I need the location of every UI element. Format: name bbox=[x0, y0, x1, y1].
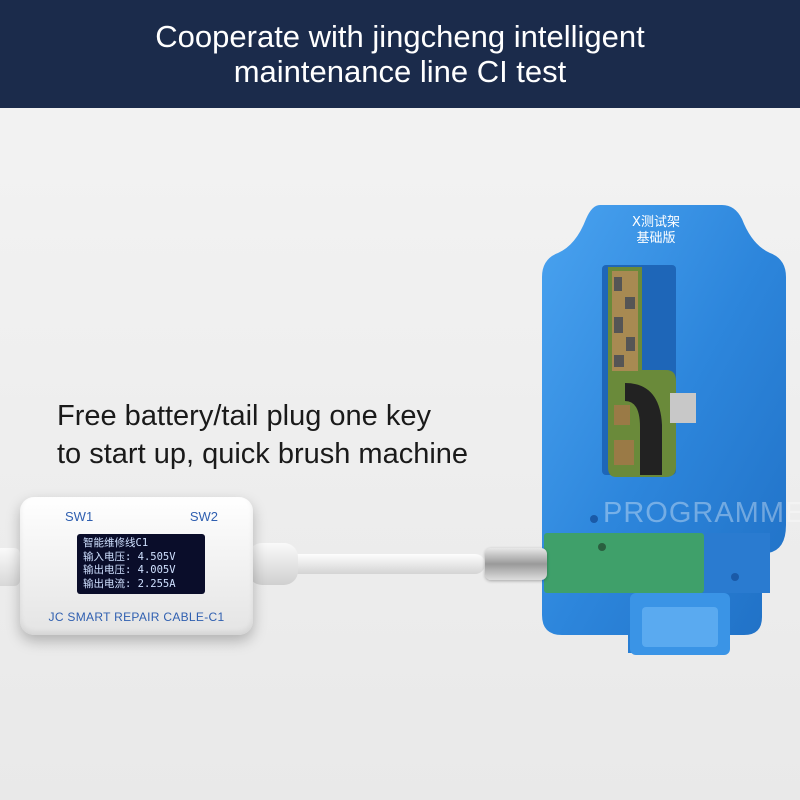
caption-line-1: Free battery/tail plug one key bbox=[57, 400, 431, 432]
cable-left bbox=[0, 548, 20, 586]
device-display: 智能维修线C1 输入电压: 4.505V 输出电压: 4.005V 输出电流: … bbox=[77, 534, 205, 594]
board-cover bbox=[704, 533, 770, 593]
device-brand-label: JC SMART REPAIR CABLE-C1 bbox=[48, 610, 225, 624]
sim-tray bbox=[670, 393, 696, 423]
connector bbox=[614, 405, 630, 425]
chip bbox=[614, 317, 623, 333]
chip bbox=[626, 337, 635, 351]
cable-right bbox=[255, 554, 485, 574]
flex-cable bbox=[625, 383, 662, 475]
screw-hole bbox=[590, 515, 598, 523]
fixture-label: X测试架 基础版 bbox=[611, 215, 701, 247]
connection-board bbox=[544, 533, 704, 593]
chip bbox=[614, 277, 622, 291]
display-line-3: 输出电压: 4.005V bbox=[83, 564, 176, 576]
display-line-1: 智能维修线C1 bbox=[83, 537, 149, 549]
fixture-label-line-1: X测试架 bbox=[632, 215, 680, 230]
display-line-4: 输出电流: 2.255A bbox=[83, 577, 176, 590]
feature-caption: Free battery/tail plug one key to start … bbox=[57, 397, 577, 473]
test-fixture bbox=[542, 205, 786, 655]
fixture-label-line-2: 基础版 bbox=[636, 231, 676, 246]
fixture-tab-recess bbox=[642, 607, 718, 647]
display-line-2: 输入电压: 4.505V bbox=[83, 550, 176, 563]
caption-line-2: to start up, quick brush machine bbox=[57, 438, 469, 470]
sw2-button[interactable]: SW2 bbox=[189, 509, 218, 524]
banner-title-line-1: Cooperate with jingcheng intelligent bbox=[155, 19, 645, 54]
chip bbox=[614, 355, 624, 367]
connector bbox=[614, 440, 634, 465]
watermark: PROGRAMMER bbox=[603, 497, 800, 529]
screw-hole bbox=[731, 573, 739, 581]
repair-cable-device: SW1 SW2 智能维修线C1 输入电压: 4.505V 输出电压: 4.005… bbox=[20, 497, 253, 635]
sw1-button[interactable]: SW1 bbox=[65, 509, 94, 524]
screw-hole bbox=[598, 543, 606, 551]
cable-strain-relief bbox=[248, 543, 298, 585]
usb-c-plug bbox=[485, 548, 547, 580]
header-banner: Cooperate with jingcheng intelligent mai… bbox=[0, 0, 800, 108]
banner-title-line-2: maintenance line CI test bbox=[233, 54, 567, 89]
chip bbox=[625, 297, 635, 309]
